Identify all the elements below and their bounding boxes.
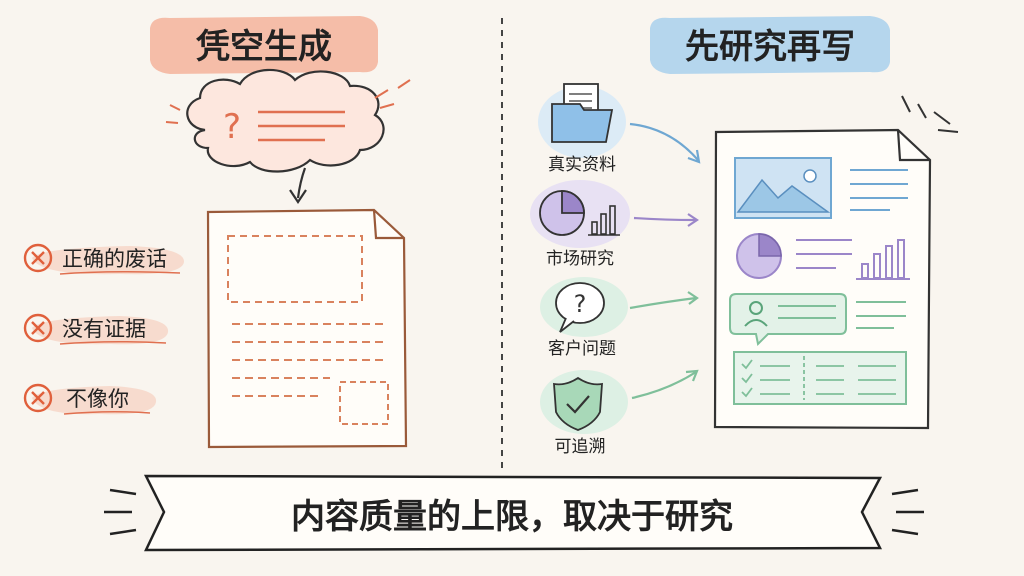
bar-chart-icon <box>856 239 910 280</box>
thought-cloud: ? <box>165 68 411 204</box>
arrow-head-icon <box>685 369 699 382</box>
underline <box>59 270 181 275</box>
spark-marks <box>901 95 959 133</box>
arrow-purple <box>633 216 697 222</box>
arrow-head-icon <box>687 213 699 227</box>
pie-chart-icon <box>736 233 782 279</box>
problem-item: 不像你 <box>23 383 157 415</box>
right-title: 先研究再写 <box>685 27 855 67</box>
x-circle-icon <box>23 383 53 413</box>
document-fold <box>896 129 930 162</box>
x-circle-icon <box>23 313 53 343</box>
flow-arrows <box>629 122 701 400</box>
arrow-green <box>629 296 697 310</box>
ribbon-shape <box>143 474 883 552</box>
mountain-image-icon <box>736 178 831 213</box>
arrow-head-icon <box>289 189 307 204</box>
problem-item: 没有证据 <box>23 313 169 345</box>
banner-text: 内容质量的上限，取决于研究 <box>291 497 733 537</box>
source-label: 客户问题 <box>548 339 616 359</box>
sun-icon <box>803 169 817 183</box>
x-mark-icon <box>31 391 45 405</box>
source-item: 真实资料 <box>538 83 626 175</box>
arrow-blue <box>629 122 699 161</box>
arrow-head-icon <box>687 149 701 164</box>
shield-check-icon <box>553 376 603 431</box>
left-panel: 凭空生成 ? <box>23 16 411 449</box>
x-mark-icon <box>31 251 45 265</box>
x-circle-icon <box>23 243 53 273</box>
problem-highlight <box>32 246 185 275</box>
small-placeholder <box>339 381 389 425</box>
problem-label: 不像你 <box>66 387 129 411</box>
image-placeholder <box>227 235 363 303</box>
right-panel: 先研究再写 真实资料 市场研究 <box>530 16 959 457</box>
empty-document <box>206 208 408 449</box>
source-label: 可追溯 <box>555 437 606 457</box>
checklist-icon <box>741 356 896 400</box>
bottom-banner: 内容质量的上限，取决于研究 <box>104 474 924 552</box>
document-fold <box>372 209 404 240</box>
problem-highlight <box>32 316 169 345</box>
problem-label: 没有证据 <box>62 317 146 341</box>
source-item: ? 客户问题 <box>540 277 628 359</box>
problem-item: 正确的废话 <box>23 243 185 275</box>
pie-bar-chart-icon <box>539 190 620 236</box>
right-title-highlight <box>650 16 890 74</box>
question-mark-icon: ? <box>223 107 241 147</box>
source-item: 可追溯 <box>540 370 628 457</box>
folder-documents-icon <box>551 83 614 143</box>
underline <box>63 410 151 415</box>
cloud-arrow <box>296 167 307 199</box>
right-emphasis-marks <box>891 488 924 536</box>
source-item: 市场研究 <box>530 180 630 269</box>
researched-document <box>713 95 959 430</box>
checklist-table <box>733 351 907 405</box>
arrow-head-icon <box>687 291 699 305</box>
document-page <box>206 208 408 449</box>
source-label: 市场研究 <box>546 249 614 269</box>
cloud-shape <box>186 68 385 173</box>
left-title: 凭空生成 <box>195 27 332 67</box>
spark-marks <box>165 79 411 124</box>
text-lines <box>850 169 908 211</box>
text-lines <box>778 301 906 329</box>
problem-label: 正确的废话 <box>62 247 167 271</box>
problem-highlight <box>32 386 157 415</box>
arrow-green <box>631 371 697 400</box>
source-label: 真实资料 <box>548 155 616 175</box>
text-placeholder-lines <box>232 323 386 397</box>
text-lines <box>796 239 852 269</box>
question-bubble-icon: ? <box>555 282 605 333</box>
svg-text:?: ? <box>574 290 587 318</box>
x-mark-icon <box>31 321 45 335</box>
left-title-highlight <box>150 16 378 74</box>
underline <box>59 340 167 345</box>
user-avatar-icon <box>744 301 768 327</box>
left-emphasis-marks <box>104 488 137 536</box>
